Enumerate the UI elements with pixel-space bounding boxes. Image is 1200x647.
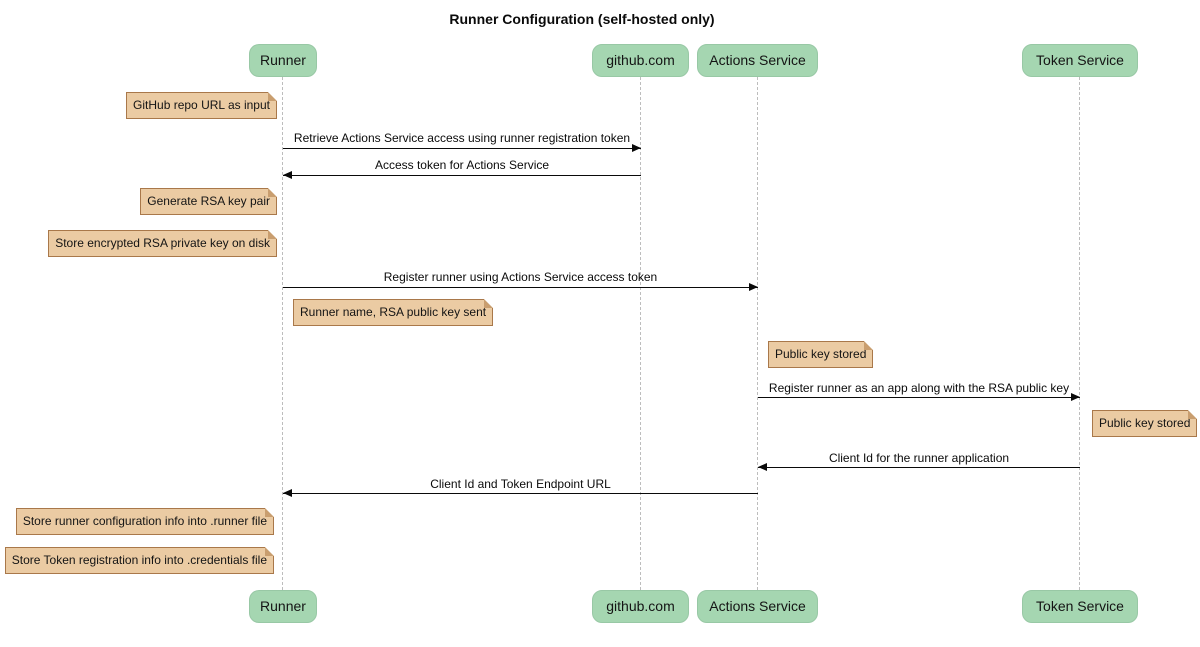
message-line [283,493,758,494]
message-label-register-runner: Register runner using Actions Service ac… [383,270,658,284]
arrowhead-left [283,489,292,497]
message-label-client-id-runner-app: Client Id for the runner application [828,451,1010,465]
participant-token-service-top: Token Service [1022,44,1138,77]
arrowhead-left [758,463,767,471]
arrowhead-right [1071,393,1080,401]
diagram-title: Runner Configuration (self-hosted only) [449,11,715,27]
participant-runner-top: Runner [249,44,317,77]
message-line [758,467,1080,468]
message-line [283,175,641,176]
note-public-key-stored-actions: Public key stored [768,341,874,368]
message-line [758,397,1080,398]
note-store-token-registration: Store Token registration info into .cred… [4,547,275,574]
lifeline-runner [282,77,283,590]
message-label-register-runner-app: Register runner as an app along with the… [768,381,1070,395]
message-label-access-token: Access token for Actions Service [374,158,550,172]
participant-github-top: github.com [592,44,689,77]
message-label-retrieve-actions-access: Retrieve Actions Service access using ru… [293,131,631,145]
message-line [283,287,758,288]
arrowhead-right [632,144,641,152]
note-runner-name-public-key-sent: Runner name, RSA public key sent [293,299,494,326]
participant-actions-service-bottom: Actions Service [697,590,818,623]
message-label-client-id-endpoint-url: Client Id and Token Endpoint URL [430,477,611,491]
note-generate-rsa-key-pair: Generate RSA key pair [140,188,277,215]
participant-runner-bottom: Runner [249,590,317,623]
note-store-runner-config: Store runner configuration info into .ru… [15,508,275,535]
arrowhead-left [283,171,292,179]
message-line [283,148,641,149]
note-github-repo-url-input: GitHub repo URL as input [126,92,277,119]
arrowhead-right [749,283,758,291]
lifeline-actions-service [757,77,758,590]
participant-github-bottom: github.com [592,590,689,623]
participant-actions-service-top: Actions Service [697,44,818,77]
lifeline-github [640,77,641,590]
participant-token-service-bottom: Token Service [1022,590,1138,623]
note-store-private-key: Store encrypted RSA private key on disk [48,230,277,257]
note-public-key-stored-token: Public key stored [1092,410,1198,437]
lifeline-token-service [1079,77,1080,590]
